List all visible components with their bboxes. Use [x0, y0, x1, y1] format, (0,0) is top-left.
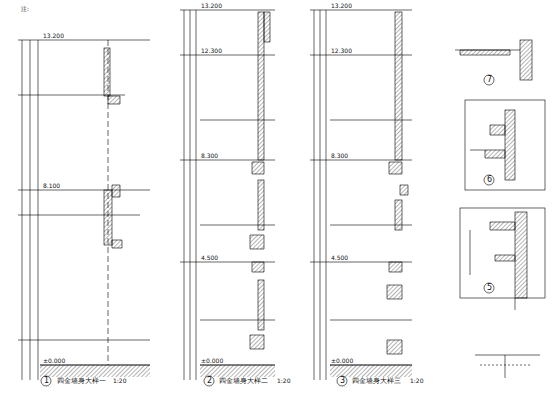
drawing-label: 1:20	[112, 378, 127, 384]
drawing-label: 1:20	[276, 378, 291, 384]
drawing-label: ±0.000	[42, 358, 66, 364]
section-one	[18, 40, 150, 380]
drawing-label: 12.300	[200, 48, 223, 54]
drawing-label: 4.500	[330, 255, 349, 261]
callout-number: 3	[339, 377, 346, 385]
drawing-label: 4.500	[200, 255, 219, 261]
callout-number: 1	[43, 377, 50, 385]
callout-circles	[41, 75, 494, 386]
drawing-label: 13.200	[330, 3, 353, 9]
drawing-label: 四金墙身大样一	[56, 378, 107, 385]
drawing-label: 8.300	[330, 153, 349, 159]
details	[455, 40, 545, 378]
drawing-label: 四金墙身大样二	[218, 378, 269, 385]
callout-number: 6	[486, 176, 493, 184]
callout-number: 2	[206, 377, 213, 385]
drawing-label: ±0.000	[330, 358, 354, 364]
drawing-label: 四金墙身大样三	[351, 378, 402, 385]
drawing-label: 注:	[20, 6, 30, 12]
drawing-label: 13.200	[42, 33, 65, 39]
drawing-label: 8.100	[42, 183, 61, 189]
drawing-label: 13.200	[200, 3, 223, 9]
drawing-label: 12.300	[330, 48, 353, 54]
section-three	[310, 10, 412, 380]
drawing-label: ±0.000	[200, 358, 224, 364]
callout-number: 7	[486, 76, 493, 84]
drawing-label: 1:20	[409, 378, 424, 384]
drawing-label: 8.300	[200, 153, 219, 159]
section-two	[180, 10, 275, 380]
callout-number: 5	[486, 284, 493, 292]
